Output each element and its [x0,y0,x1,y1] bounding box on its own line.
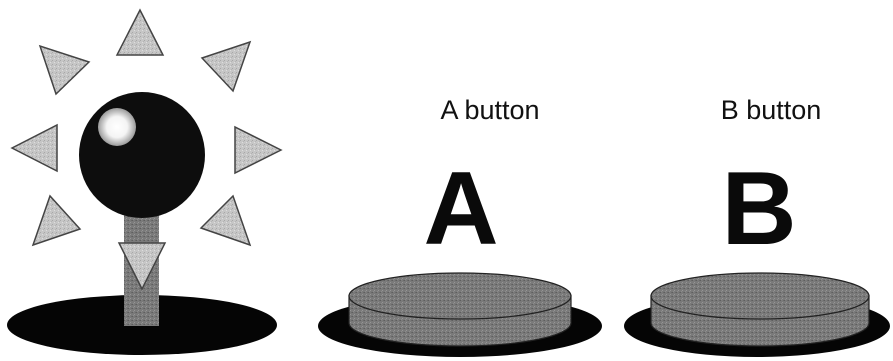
joystick [7,10,281,355]
a-button-top [349,273,571,319]
arrow-down-left-icon [33,196,80,245]
b-button-top [651,273,869,319]
a-button-group: A button A [318,95,602,357]
arrow-up-right-icon [202,42,250,91]
b-button-letter: B [721,151,796,267]
arrow-down-right-icon [201,196,250,245]
b-button-caption: B button [721,95,822,125]
b-button-group: B button B [624,95,890,357]
joystick-ball-highlight [98,108,136,146]
a-button-caption: A button [440,95,539,125]
a-button-letter: A [423,151,498,267]
b-button[interactable] [651,273,869,346]
joystick-ball [79,92,205,218]
arrow-up-icon [117,10,163,55]
arrow-up-left-icon [40,46,89,94]
a-button[interactable] [349,273,571,346]
arrow-right-icon [235,127,281,173]
arrow-left-icon [12,125,57,171]
